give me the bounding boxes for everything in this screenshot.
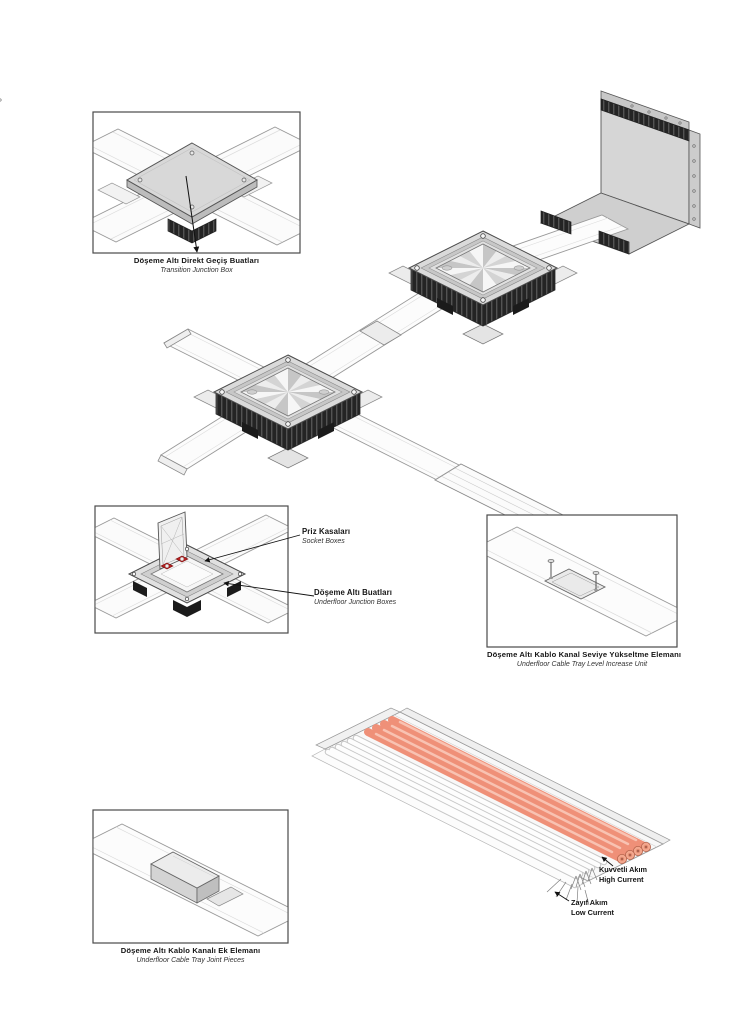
label-low-current-en: Low Current [571,908,614,917]
tray-end-cap [157,454,188,476]
caption-joint-piece-en: Underfloor Cable Tray Joint Pieces [136,957,245,964]
label-underfloor-junction-en: Underfloor Junction Boxes [314,599,397,606]
caption-level-unit-en: Underfloor Cable Tray Level Increase Uni… [516,661,648,668]
callout-arrow [554,891,570,902]
label-socket-boxes-tr: Priz Kasaları [302,527,351,536]
callout-arrow [204,534,301,563]
high-current-cables [364,716,652,865]
label-underfloor-junction: Döşeme Altı Buatları Underfloor Junction… [314,588,396,607]
socket-modules [160,555,189,570]
tray-joint-piece [150,851,244,907]
caption-transition-box-tr: Döşeme Altı Direkt Geçiş Buatları [133,256,260,265]
label-underfloor-junction-tr: Döşeme Altı Buatları [314,588,392,597]
joint-piece-panel [92,809,289,944]
level-increase-unit [543,559,607,600]
level-unit-panel [486,514,678,648]
label-socket-boxes-en: Socket Boxes [302,538,345,545]
junction-box-base [167,218,217,244]
label-high-current-en: High Current [599,875,644,884]
label-low-current: Zayıf Akım Low Current [571,898,614,918]
callout-arrow [185,175,200,253]
label-high-current: Kuvvetli Akım High Current [599,865,647,885]
main-assembly-illustration [0,90,701,537]
callout-arrow [223,581,315,597]
callout-arrow [601,856,614,867]
caption-transition-box-en: Transition Junction Box [160,267,233,274]
caption-level-unit: Döşeme Altı Kablo Kanal Seviye Yükseltme… [487,650,682,669]
wire-whiskers [546,867,598,906]
caption-transition-box: Döşeme Altı Direkt Geçiş Buatları Transi… [93,256,300,275]
tray-end-cap [163,328,192,349]
open-lid [157,511,188,570]
wall-unit-front-louvers [540,210,630,255]
caption-joint-piece-tr: Döşeme Altı Kablo Kanalı Ek Elemanı [120,946,261,955]
transition-box-panel [92,111,301,254]
wall-unit-louver-strip [600,98,690,142]
tray-joint-collar [359,320,402,346]
label-low-current-tr: Zayıf Akım [571,898,608,907]
socket-box-panel [94,505,315,634]
label-high-current-tr: Kuvvetli Akım [599,865,647,874]
cable-tray-cables-illustration [311,707,671,906]
label-socket-boxes: Priz Kasaları Socket Boxes [302,527,350,546]
caption-joint-piece: Döşeme Altı Kablo Kanalı Ek Elemanı Unde… [93,946,288,965]
caption-level-unit-tr: Döşeme Altı Kablo Kanal Seviye Yükseltme… [487,650,682,659]
cable-cut-ends [617,842,652,865]
low-current-cables [324,734,608,880]
